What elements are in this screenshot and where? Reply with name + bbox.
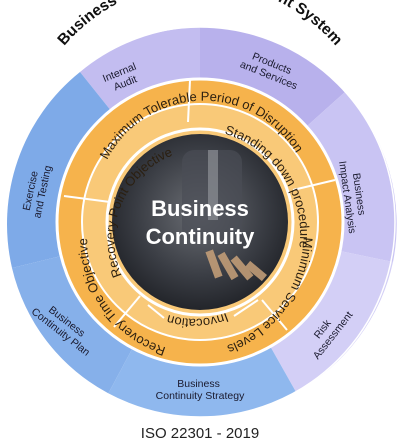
label-invocation: Invocation bbox=[165, 310, 231, 331]
center-circle: Business Continuity bbox=[112, 134, 288, 310]
center-title-line2: Continuity bbox=[146, 224, 256, 249]
footer-standard: ISO 22301 - 2019 bbox=[141, 425, 259, 442]
center-title-line1: Business bbox=[151, 196, 249, 221]
domino-icons bbox=[205, 249, 267, 282]
label-bc-strategy: Business Continuity Strategy bbox=[156, 378, 245, 402]
